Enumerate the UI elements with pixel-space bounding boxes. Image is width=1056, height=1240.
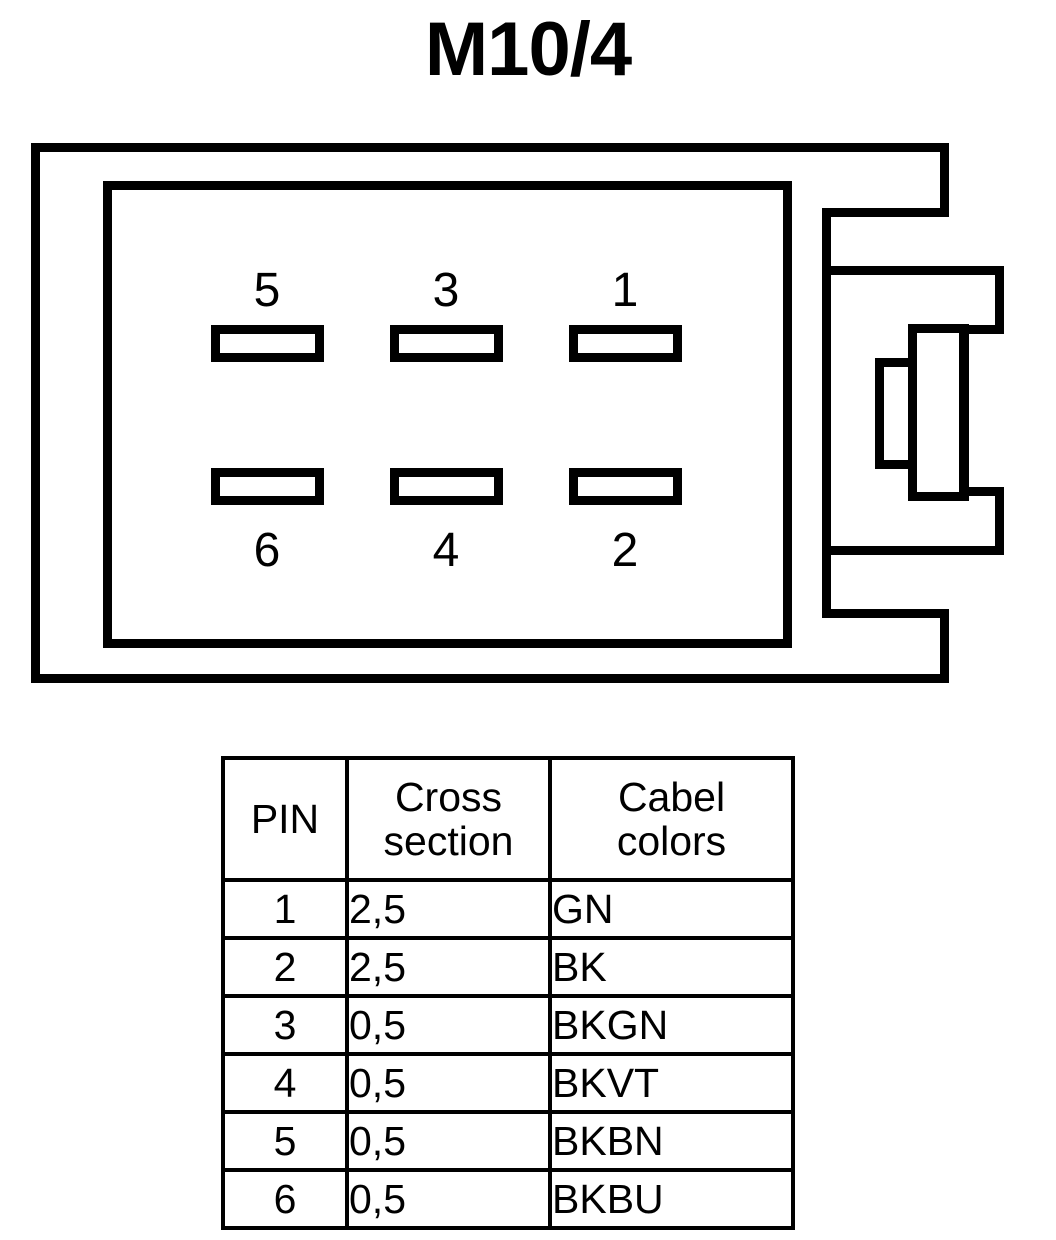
pin-label-top-2: 3 — [433, 264, 460, 317]
table-row: 6 0,5 BKBU — [221, 1168, 795, 1230]
header-color-line1: Cabel — [617, 773, 726, 820]
cell-cable-color: BKBU — [548, 1168, 795, 1230]
cell-pin: 3 — [221, 994, 349, 1056]
table-row: 4 0,5 BKVT — [221, 1052, 795, 1114]
locking-latch-inner-small — [875, 358, 917, 469]
pin-slot-3[interactable] — [390, 325, 503, 362]
pin-slot-6[interactable] — [211, 468, 324, 505]
pin-label-bottom-3: 2 — [612, 524, 639, 577]
page-title: M10/4 — [424, 7, 632, 92]
table-row: 1 2,5 GN — [221, 878, 795, 940]
connector-diagram: 5 3 1 6 4 2 — [31, 143, 1004, 683]
cell-cable-color: BKVT — [548, 1052, 795, 1114]
cell-cable-color: GN — [548, 878, 795, 940]
table-row: 3 0,5 BKGN — [221, 994, 795, 1056]
locking-latch-inner-large — [908, 324, 969, 501]
cell-cross-section: 2,5 — [345, 936, 552, 998]
cell-pin: 2 — [221, 936, 349, 998]
cell-cross-section: 0,5 — [345, 994, 552, 1056]
header-color-line2: colors — [616, 818, 727, 864]
cell-pin: 4 — [221, 1052, 349, 1114]
cell-cable-color: BKBN — [548, 1110, 795, 1172]
header-cross-line1: Cross — [394, 773, 503, 820]
cell-cross-section: 0,5 — [345, 1168, 552, 1230]
pin-label-top-3: 1 — [612, 264, 639, 317]
header-cross-line2: section — [383, 818, 514, 864]
pin-slot-2[interactable] — [569, 468, 682, 505]
table-row: 2 2,5 BK — [221, 936, 795, 998]
header-pin: PIN — [221, 756, 349, 882]
cell-cross-section: 0,5 — [345, 1110, 552, 1172]
table-row: 5 0,5 BKBN — [221, 1110, 795, 1172]
pin-slot-5[interactable] — [211, 325, 324, 362]
cell-pin: 6 — [221, 1168, 349, 1230]
cell-cable-color: BKGN — [548, 994, 795, 1056]
cell-cross-section: 0,5 — [345, 1052, 552, 1114]
pin-label-top-1: 5 — [254, 264, 281, 317]
cell-pin: 1 — [221, 878, 349, 940]
pin-label-bottom-1: 6 — [254, 524, 281, 577]
cell-cable-color: BK — [548, 936, 795, 998]
table-body: 1 2,5 GN 2 2,5 BK 3 0,5 BKGN 4 0,5 BKVT … — [221, 878, 795, 1230]
cell-pin: 5 — [221, 1110, 349, 1172]
connector-housing-outline — [31, 143, 949, 683]
pin-label-bottom-2: 4 — [433, 524, 460, 577]
connector-inner-cavity — [103, 181, 792, 648]
pin-slot-1[interactable] — [569, 325, 682, 362]
pin-slot-4[interactable] — [390, 468, 503, 505]
cell-cross-section: 2,5 — [345, 878, 552, 940]
